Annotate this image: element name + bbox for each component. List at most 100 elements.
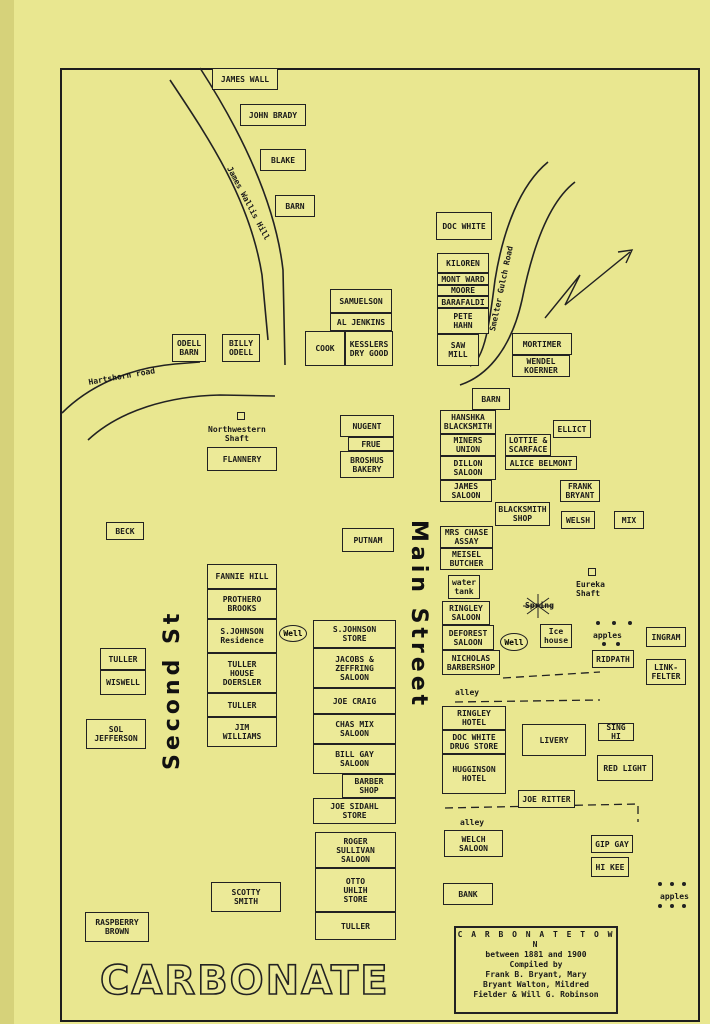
building: MONT WARD — [437, 273, 489, 285]
credits-dates: between 1881 and 1900 — [485, 950, 587, 959]
building: SCOTTY SMITH — [211, 882, 281, 912]
building: BARN — [472, 388, 510, 410]
building: JAMES WALL — [212, 68, 278, 90]
eureka-shaft-marker — [588, 568, 596, 576]
building: FANNIE HILL — [207, 564, 277, 589]
building: WISWELL — [100, 670, 146, 695]
building: S.JOHNSON STORE — [313, 620, 396, 648]
credits-box: C A R B O N A T E T O W N between 1881 a… — [454, 926, 618, 1014]
spring-label: Spring — [525, 601, 554, 610]
map-frame — [60, 68, 700, 1022]
credits-heading: C A R B O N A T E T O W N — [457, 930, 615, 949]
building: WENDEL KOERNER — [512, 355, 570, 377]
book-spine — [0, 0, 14, 1024]
building: BARBER SHOP — [342, 774, 396, 798]
building: RINGLEY HOTEL — [442, 706, 506, 730]
building: ROGER SULLIVAN SALOON — [315, 832, 396, 868]
building: TULLER — [100, 648, 146, 670]
building: FLANNERY — [207, 447, 277, 471]
building: BANK — [443, 883, 493, 905]
building: JAMES SALOON — [440, 480, 492, 502]
building: COOK — [305, 331, 345, 366]
building: RED LIGHT — [597, 755, 653, 781]
building: DOC WHITE — [436, 212, 492, 240]
building: BARN — [275, 195, 315, 217]
alley-label: alley — [455, 688, 480, 697]
building: BILLY ODELL — [222, 334, 260, 362]
main-street-label: Main Street — [406, 520, 431, 710]
building: RASPBERRY BROWN — [85, 912, 149, 942]
building: CHAS MIX SALOON — [313, 714, 396, 744]
building: DEFOREST SALOON — [442, 625, 494, 650]
building: NUGENT — [340, 415, 394, 437]
building: LIVERY — [522, 724, 586, 756]
credits-author: Frank B. Bryant, Mary — [485, 970, 587, 979]
building: FRUE — [348, 437, 394, 451]
building: BLACKSMITH SHOP — [495, 502, 550, 526]
building: WELCH SALOON — [444, 830, 503, 857]
building: HANSHKA BLACKSMITH — [440, 410, 496, 434]
building: BARAFALDI — [437, 296, 489, 308]
building: MRS CHASE ASSAY — [440, 526, 493, 548]
building: TULLER — [207, 693, 277, 717]
building: MORTIMER — [512, 333, 572, 355]
building: BROSHUS BAKERY — [340, 451, 394, 478]
northwestern-shaft-marker — [237, 412, 245, 420]
building: JIM WILLIAMS — [207, 717, 277, 747]
building: water tank — [448, 575, 480, 599]
second-street-label: Second St — [160, 609, 185, 770]
building: TULLER HOUSE DOERSLER — [207, 653, 277, 693]
credits-compiled: Compiled by — [509, 960, 563, 969]
building: BECK — [106, 522, 144, 540]
credits-author: Fielder & Will G. Robinson — [473, 990, 599, 999]
well-marker: Well — [279, 625, 307, 642]
building: KESSLERS DRY GOOD — [345, 331, 393, 366]
apples-label: apples — [660, 892, 689, 901]
map-title: CARBONATE — [99, 957, 390, 1005]
building: RINGLEY SALOON — [442, 601, 490, 625]
building: SAW MILL — [437, 334, 479, 366]
building: BLAKE — [260, 149, 306, 171]
eureka-shaft-label: Eureka Shaft — [576, 580, 605, 598]
building: OTTO UHLIH STORE — [315, 868, 396, 912]
building: LINK- FELTER — [646, 659, 686, 685]
building: LOTTIE & SCARFACE — [505, 434, 551, 456]
building: Ice house — [540, 624, 572, 648]
building: JOE RITTER — [518, 790, 575, 808]
building: MIX — [614, 511, 644, 529]
building: HUGGINSON HOTEL — [442, 754, 506, 794]
building: SOL JEFFERSON — [86, 719, 146, 749]
building: ODELL BARN — [172, 334, 206, 362]
northwestern-shaft-label: Northwestern Shaft — [208, 425, 266, 443]
building: KILOREN — [437, 253, 489, 273]
building: WELSH — [561, 511, 595, 529]
building: SAMUELSON — [330, 289, 392, 313]
building: SING HI — [598, 723, 634, 741]
building: S.JOHNSON Residence — [207, 619, 277, 653]
building: PETE HAHN — [437, 308, 489, 334]
building: BILL GAY SALOON — [313, 744, 396, 774]
well-marker: Well — [500, 633, 528, 651]
building: AL JENKINS — [330, 313, 392, 331]
building: MINERS UNION — [440, 434, 496, 456]
building: HI KEE — [591, 857, 629, 877]
building: RIDPATH — [592, 650, 634, 668]
building: INGRAM — [646, 627, 686, 647]
building: DILLON SALOON — [440, 456, 496, 480]
building: JOE SIDAHL STORE — [313, 798, 396, 824]
building: PROTHERO BROOKS — [207, 589, 277, 619]
building: DOC WHITE DRUG STORE — [442, 730, 506, 754]
building: PUTNAM — [342, 528, 394, 552]
building: ALICE BELMONT — [505, 456, 577, 470]
building: JOHN BRADY — [240, 104, 306, 126]
credits-author: Bryant Walton, Mildred — [483, 980, 589, 989]
building: JACOBS & ZEFFRING SALOON — [313, 648, 396, 688]
alley-label: alley — [460, 818, 485, 827]
building: JOE CRAIG — [313, 688, 396, 714]
building: MEISEL BUTCHER — [440, 548, 493, 570]
building: TULLER — [315, 912, 396, 940]
apples-label: apples — [593, 631, 622, 640]
building: FRANK BRYANT — [560, 480, 600, 502]
